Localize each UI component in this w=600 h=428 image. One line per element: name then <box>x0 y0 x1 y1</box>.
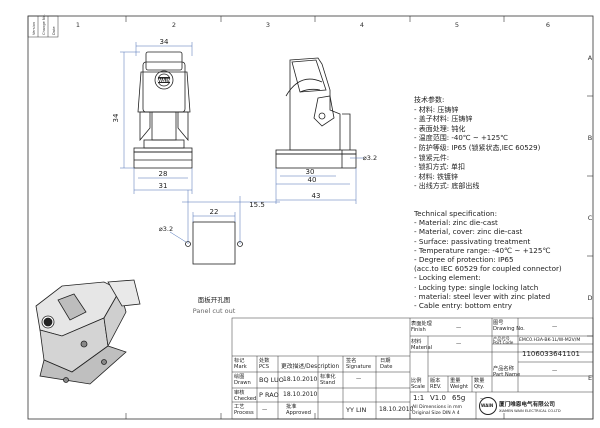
tb-h-weight: 重量 Weight <box>450 378 469 390</box>
tb-version-value: V1.0 <box>430 394 446 402</box>
rev-change-no: Change No. <box>42 14 46 35</box>
tb-process-name: — <box>262 407 268 413</box>
spec-cn-line: - 锁紧元件: <box>414 153 450 162</box>
grid-row-d: D <box>587 294 592 302</box>
rev-version: Version <box>32 22 36 35</box>
tb-company-cn: 厦门唯恩电气有限公司 <box>499 402 555 408</box>
tb-approved-date: 18.10.2010 <box>379 406 414 413</box>
grid-col-2: 2 <box>172 21 176 29</box>
dim-front-top: 34 <box>160 38 169 46</box>
tb-scale-value: 1:1 <box>413 394 425 402</box>
spec-en: Technical specification: - Material: zin… <box>414 209 562 310</box>
tb-drawn-name: BQ LUO <box>259 376 284 384</box>
tb-stand-value: — <box>356 376 362 382</box>
spec-cn-line: · 材料: 铁镀锌 <box>414 172 459 181</box>
tb-material-value: — <box>456 341 462 347</box>
spec-en-line: - Material: zinc die-cast <box>414 218 498 228</box>
grid-col-5: 5 <box>455 21 459 29</box>
tb-weight-value: 65g <box>452 394 466 402</box>
dim-front-height: 34 <box>112 113 120 122</box>
tb-dim-note-2: Original Size DIN A 4 <box>412 411 460 416</box>
revision-block <box>27 15 59 38</box>
grid-row-e: E <box>588 374 592 382</box>
tb-finish-value: — <box>456 325 462 331</box>
tb-h-date: 日期 Date <box>380 358 393 370</box>
dim-front-base-outer: 31 <box>159 182 168 190</box>
spec-en-line: - Locking element: <box>414 273 481 283</box>
spec-en-line: - Cable entry: bottom entry <box>414 301 513 311</box>
grid-col-3: 3 <box>266 21 270 29</box>
tb-drawn-date: 18.10.2010 <box>283 376 318 383</box>
tb-dim-note-1: All Dimensions in mm <box>412 405 463 410</box>
tb-port-code-value: EMC0.H3A-BK-1L/W-M2V/M <box>519 338 581 343</box>
panel-cutout-label-cn: 面板开孔图 <box>198 295 231 304</box>
tb-part-name-value: — <box>552 368 558 374</box>
spec-cn-line: - 表面处理: 钝化 <box>414 124 466 133</box>
spec-en-line: (acc.to IEC 60529 for coupled connector) <box>414 264 562 274</box>
tb-part-name-label: 产品名称 Part Name <box>493 366 521 378</box>
dim-side-outer: 43 <box>312 192 321 200</box>
spec-cn-line: - 盖子材料: 压铸锌 <box>414 115 473 124</box>
tb-h-mark: 标记 Mark <box>234 358 247 370</box>
spec-en-line: - Degree of protection: IP65 <box>414 255 514 265</box>
grid-row-a: A <box>588 54 593 62</box>
dim-cutout-width: 22 <box>210 208 219 216</box>
tb-port-code-label: 产品代号 Port Code <box>493 336 514 345</box>
panel-cutout-label-en: Panel cut out <box>193 307 236 315</box>
tb-h-qty: 数量 Qty. <box>474 378 485 390</box>
spec-cn-heading: 技术参数: <box>414 96 445 104</box>
spec-en-heading: Technical specification: <box>414 209 498 218</box>
tb-material-label: 材料 Material <box>411 339 433 351</box>
spec-en-line: · Locking type: single locking latch <box>414 282 539 292</box>
tb-checked-label: 审核 Checked <box>234 390 257 402</box>
rev-date: Date <box>52 26 56 35</box>
dim-hole-dia: ⌀3.2 <box>363 154 377 162</box>
tb-drawing-no-label: 图号 Drawing No. <box>493 320 525 332</box>
tb-h-scale: 比例 Scale <box>411 378 425 390</box>
tb-part-no-value: 1106033641101 <box>522 350 580 358</box>
spec-cn-line: - 材料: 压铸锌 <box>414 105 459 114</box>
front-logo: WAIN <box>157 78 171 84</box>
dim-side-inner: 30 <box>306 168 315 176</box>
spec-en-line: - Material, cover: zinc die-cast <box>414 227 523 237</box>
grid-col-4: 4 <box>360 21 364 29</box>
company-logo-text: WAIN <box>481 403 494 408</box>
tb-approved-name: YY LIN <box>346 406 367 414</box>
tb-approved-label: 批准 Approved <box>286 404 311 416</box>
tb-company-en: XIAMEN WAIN ELECTRICAL CO.LTD <box>499 409 561 413</box>
dim-side-mid: 40 <box>308 176 317 184</box>
tb-process-label: 工艺 Process <box>234 404 254 416</box>
tb-stand-label: 标准化 Stand <box>320 374 336 386</box>
dim-front-base-inner: 28 <box>159 170 168 178</box>
tb-checked-name: P RAO <box>259 391 279 399</box>
grid-row-b: B <box>588 134 592 142</box>
dim-cutout-offset: 15.5 <box>249 201 265 209</box>
dim-cutout-hole: ⌀3.2 <box>159 225 173 233</box>
tb-h-version: 版本 REV. <box>430 378 442 390</box>
spec-cn-line: - 温度范围: -40℃ ~ +125℃ <box>414 134 509 143</box>
company-logo: WAIN <box>479 397 497 415</box>
grid-col-1: 1 <box>76 21 80 29</box>
tb-h-pcs: 处数 PCS <box>259 358 270 370</box>
iso-view <box>35 279 141 385</box>
tb-h-signature: 签名 Signature <box>346 358 372 370</box>
spec-cn: 技术参数: - 材料: 压铸锌 - 盖子材料: 压铸锌 - 表面处理: 钝化 -… <box>414 96 540 192</box>
tb-finish-label: 表面处理 Finish <box>411 321 432 333</box>
spec-en-line: · material: steel lever with zinc plated <box>414 291 551 301</box>
spec-en-line: - Temperature range: -40℃ ~ +125℃ <box>414 245 551 255</box>
side-view <box>275 57 357 169</box>
spec-en-line: - Surface: passivating treatment <box>414 236 531 246</box>
spec-cn-line: - 出线方式: 底部出线 <box>414 182 480 191</box>
tb-h-description: 更改描述/Description <box>281 364 340 370</box>
tb-drawing-no-value: — <box>552 324 558 330</box>
grid-col-6: 6 <box>546 21 550 29</box>
spec-cn-line: · 锁扣方式: 单扣 <box>414 163 466 172</box>
tb-checked-date: 18.10.2010 <box>283 391 318 398</box>
spec-cn-line: - 防护等级: IP65 (锁紧状态,IEC 60529) <box>414 143 541 152</box>
grid-row-c: C <box>588 214 593 222</box>
tb-drawn-label: 绘图 Drawn <box>234 374 251 386</box>
